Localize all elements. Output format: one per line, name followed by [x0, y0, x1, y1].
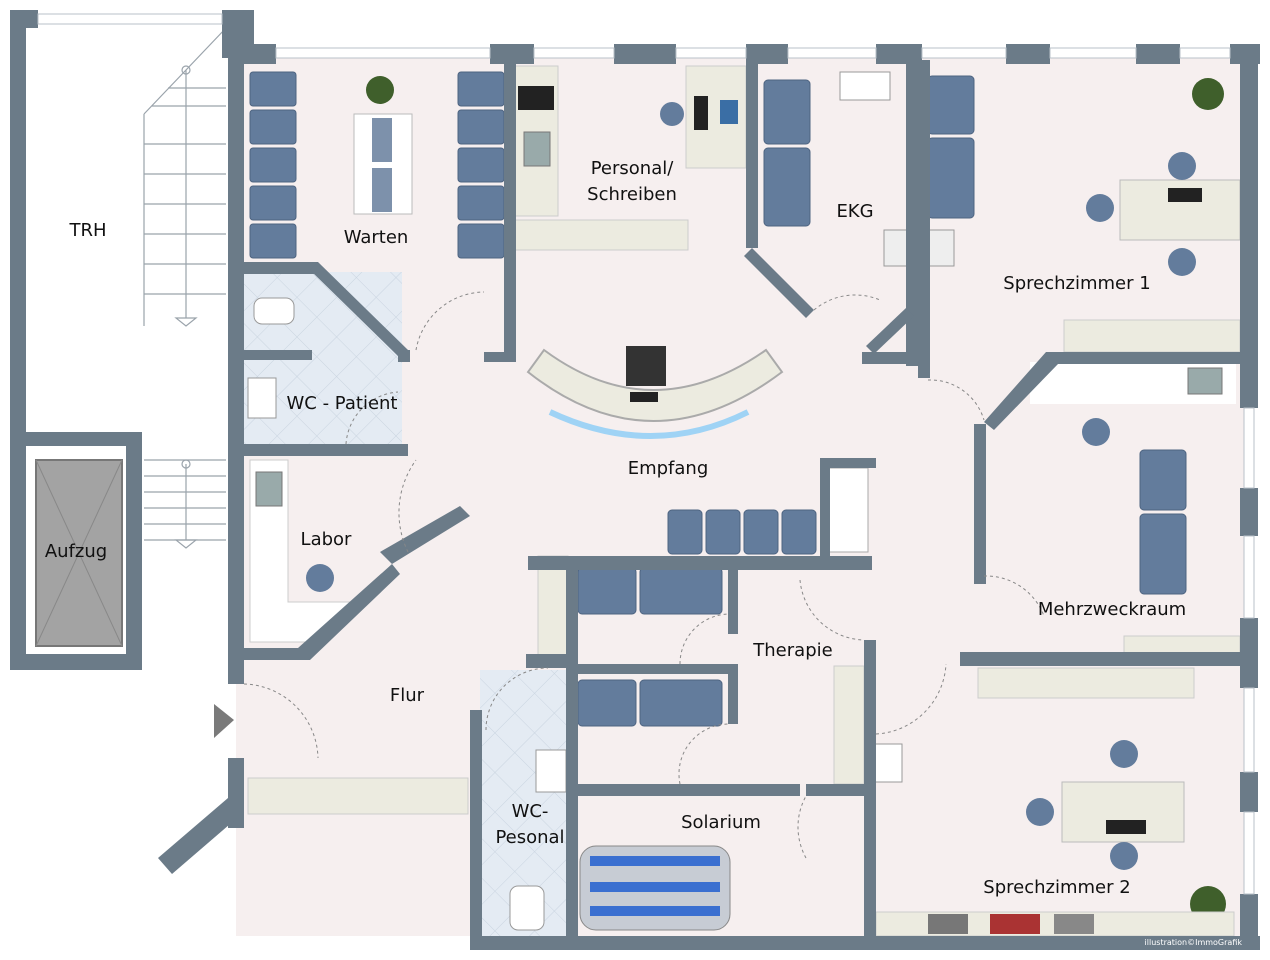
door-therapie-inner2 [678, 723, 729, 785]
sprechzimmer1-cabinet [1063, 319, 1241, 353]
label-personal-line1: Personal/ [591, 158, 675, 179]
sprechzimmer2-shelf [875, 911, 1235, 937]
label-solarium: Solarium [681, 812, 761, 833]
ekg-device [839, 71, 891, 101]
reception-sink [827, 467, 869, 553]
room-labels: TRH Aufzug Warten Personal/ Schreiben EK… [45, 158, 1186, 898]
credit-text: illustration©ImmoGrafik [1145, 938, 1243, 947]
label-ekg: EKG [836, 201, 873, 222]
door-sprechzimmer1 [927, 379, 985, 421]
therapie-cabinet-right [833, 665, 865, 785]
door-therapie [799, 579, 865, 641]
label-sprechzimmer1: Sprechzimmer 1 [1003, 273, 1150, 294]
furniture [247, 65, 1241, 937]
waiting-seats-right [457, 71, 505, 259]
sprechzimmer2-cabinet-top [977, 667, 1195, 699]
stairwell [143, 27, 227, 549]
label-sprechzimmer2: Sprechzimmer 2 [983, 877, 1130, 898]
stair-lower-origin [181, 459, 191, 469]
sprechzimmer2-sink [871, 743, 903, 783]
therapie-cabinet-left [537, 555, 569, 657]
door-wc-personal [485, 667, 549, 731]
label-wc-personal-line1: WC- [512, 801, 549, 822]
door-sprechzimmer2 [875, 663, 947, 735]
label-therapie: Therapie [752, 640, 832, 661]
doors [243, 291, 1045, 859]
label-flur: Flur [390, 685, 425, 706]
windows [37, 13, 1255, 895]
waiting-table [353, 113, 413, 215]
mehrzweck-couch [1139, 449, 1187, 595]
elevator [28, 440, 136, 662]
label-wc-personal-line2: Pesonal [495, 827, 564, 848]
waiting-seats-left [249, 71, 297, 259]
label-labor: Labor [301, 529, 352, 550]
mehrzweck-sink [1187, 367, 1223, 395]
reception-seats [667, 509, 817, 555]
kitchen-unit [513, 65, 689, 251]
stair-flight-upper [143, 27, 227, 326]
flur-cabinet [247, 777, 469, 815]
label-empfang: Empfang [628, 458, 709, 479]
stair-arrow-head [174, 317, 198, 327]
label-warten: Warten [344, 227, 409, 248]
walls [10, 10, 1260, 950]
therapie-couches [577, 567, 723, 727]
label-personal-line2: Schreiben [587, 184, 677, 205]
door-entrance [243, 683, 319, 759]
sprechzimmer2-desk [1026, 740, 1185, 870]
wc-personal-fixtures [509, 749, 567, 931]
stair-lower-arrow [174, 539, 198, 549]
door-labor [398, 459, 417, 553]
label-mehrzweckraum: Mehrzweckraum [1038, 599, 1186, 620]
label-trh: TRH [68, 220, 106, 241]
wc-patient-fixtures [247, 297, 295, 419]
entrance-arrow-icon [214, 704, 234, 738]
door-therapie-inner1 [679, 613, 729, 665]
elevator-cross [35, 459, 123, 647]
stair-arrow-origin [181, 65, 191, 75]
mehrzweck-stool [1082, 418, 1110, 446]
sprechzimmer1-desk [1086, 152, 1241, 276]
door-warten [415, 291, 485, 351]
label-aufzug: Aufzug [45, 541, 107, 562]
sprechzimmer1-couch [927, 75, 975, 219]
reception-desk [526, 346, 784, 439]
personal-desk [660, 65, 747, 169]
solarium-bed [579, 845, 731, 931]
door-mehrzweck [983, 575, 1045, 617]
door-solarium [797, 795, 807, 859]
labor-counter [249, 459, 370, 643]
ekg-couch [763, 79, 811, 227]
label-wc-patient: WC - Patient [287, 393, 398, 414]
door-ekg [813, 294, 881, 311]
